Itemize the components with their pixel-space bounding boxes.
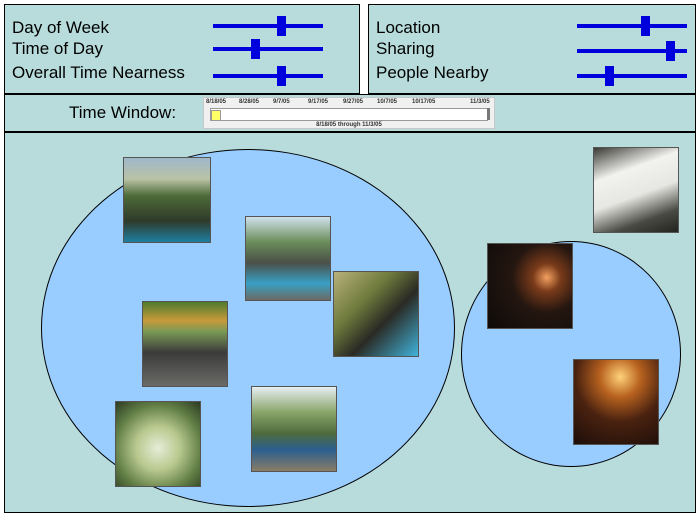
timeline-end-handle[interactable] [487, 108, 490, 120]
timeline-tick: 8/28/05 [239, 99, 260, 105]
time-filters-panel: Day of Week Time of Day Overall Time Nea… [4, 4, 360, 94]
photo-thumbnail[interactable] [251, 386, 337, 472]
timeline-tick: 11/3/05 [470, 99, 490, 105]
timeline-track[interactable] [210, 108, 488, 121]
overall-time-nearness-label: Overall Time Nearness [12, 63, 185, 82]
photo-thumbnail[interactable] [142, 301, 228, 387]
photo-thumbnail[interactable] [573, 359, 659, 445]
slider-track [577, 24, 687, 28]
sharing-label: Sharing [376, 39, 435, 58]
timeline-tick: 10/17/05 [412, 99, 436, 105]
timeline-tick: 8/18/05 [206, 99, 227, 105]
timeline-tick: 9/7/05 [273, 99, 290, 105]
photo-thumbnail[interactable] [487, 243, 573, 329]
photo-thumbnail[interactable] [115, 401, 201, 487]
time-of-day-slider[interactable] [213, 39, 323, 59]
slider-thumb[interactable] [276, 66, 286, 86]
time-of-day-label: Time of Day [12, 39, 104, 58]
location-slider[interactable] [577, 16, 687, 36]
slider-thumb[interactable] [251, 39, 261, 59]
slider-track [213, 24, 323, 28]
timeline-start-handle[interactable] [211, 110, 221, 121]
photo-canvas [4, 132, 696, 513]
slider-thumb[interactable] [605, 66, 615, 86]
photo-thumbnail[interactable] [245, 216, 331, 301]
range-start: 8/18/05 [316, 122, 337, 128]
slider-track [213, 47, 323, 51]
people-nearby-label: People Nearby [376, 63, 489, 82]
sharing-slider[interactable] [577, 41, 687, 61]
timeline-slider[interactable]: 8/18/05 8/28/05 9/7/05 9/17/05 9/27/05 1… [203, 97, 495, 129]
range-end: 11/3/05 [362, 122, 382, 128]
slider-thumb[interactable] [640, 16, 650, 36]
timeline-tick: 9/17/05 [308, 99, 329, 105]
slider-track [213, 74, 323, 78]
slider-track [577, 74, 687, 78]
day-of-week-slider[interactable] [213, 16, 323, 36]
overall-time-nearness-slider[interactable] [213, 66, 323, 86]
photo-thumbnail[interactable] [333, 271, 419, 357]
slider-track [577, 49, 687, 53]
day-of-week-label: Day of Week [12, 18, 110, 37]
time-window-panel: Time Window: 8/18/05 8/28/05 9/7/05 9/17… [4, 94, 696, 132]
location-label: Location [376, 18, 441, 37]
range-separator: through [337, 122, 361, 128]
timeline-tick: 10/7/05 [377, 99, 398, 105]
context-filters-panel: Location Sharing People Nearby [368, 4, 696, 94]
slider-thumb[interactable] [665, 41, 675, 61]
photo-thumbnail[interactable] [593, 147, 679, 233]
photo-thumbnail[interactable] [123, 157, 211, 243]
people-nearby-slider[interactable] [577, 66, 687, 86]
timeline-tick: 9/27/05 [343, 99, 364, 105]
slider-thumb[interactable] [276, 16, 286, 36]
timeline-range-text: 8/18/05 through 11/3/05 [204, 122, 494, 128]
time-window-label: Time Window: [69, 103, 177, 122]
